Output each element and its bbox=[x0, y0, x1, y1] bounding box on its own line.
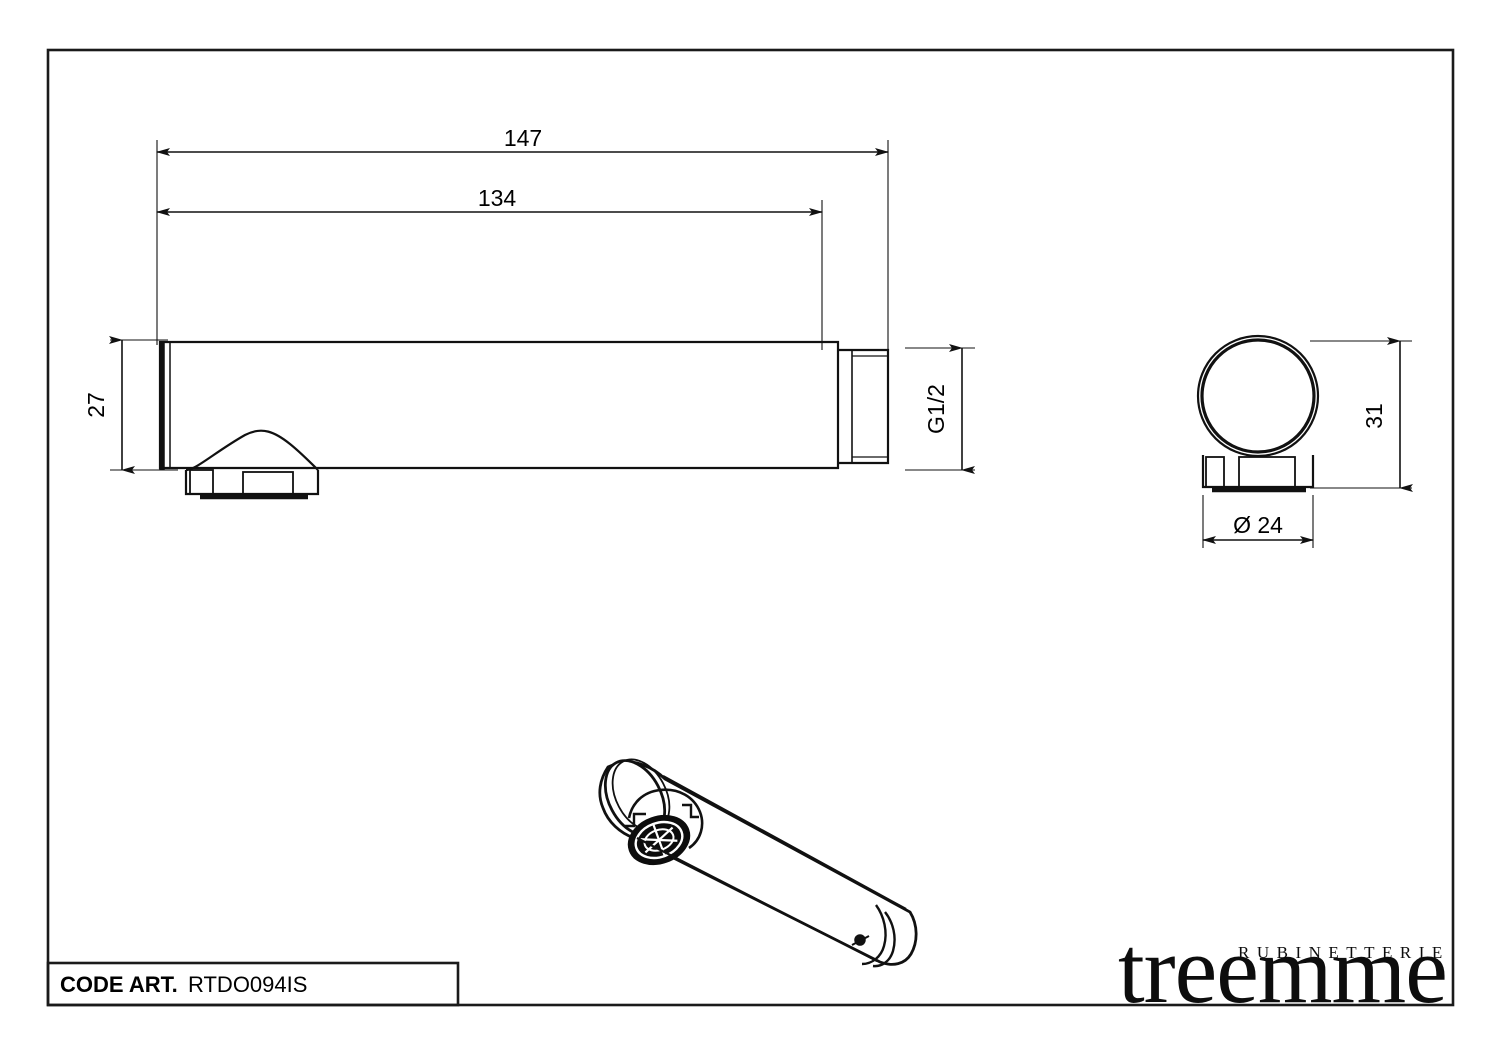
dimension-31: 31 bbox=[1361, 337, 1413, 492]
sheet-border bbox=[46, 48, 1455, 1007]
dimension-147-label: 147 bbox=[504, 125, 542, 151]
end-elevation-view: 31 Ø 24 bbox=[1196, 334, 1413, 548]
brand-logo: RUBINETTERIE treemme bbox=[1118, 916, 1450, 1023]
extension-lines bbox=[110, 140, 975, 471]
outlet-boss-profile bbox=[184, 429, 320, 500]
dimension-dia-24-label: Ø 24 bbox=[1233, 512, 1283, 538]
dimension-dia-24: Ø 24 bbox=[1202, 512, 1314, 544]
code-art-value: RTDO094IS bbox=[188, 972, 307, 997]
end-view-base-plate bbox=[1201, 455, 1315, 493]
brand-name: treemme bbox=[1118, 916, 1447, 1023]
dimension-g12: G1/2 bbox=[923, 344, 975, 474]
aerator-outlet bbox=[627, 814, 691, 866]
dimension-134-label: 134 bbox=[478, 185, 517, 211]
isometric-view bbox=[598, 758, 918, 968]
end-view-body-circle bbox=[1196, 334, 1320, 458]
spout-body-profile bbox=[158, 340, 890, 470]
dimension-g12-label: G1/2 bbox=[923, 384, 949, 434]
dimension-27-label: 27 bbox=[83, 392, 109, 418]
brand-tagline: RUBINETTERIE bbox=[1238, 943, 1450, 962]
dimension-147: 147 bbox=[156, 125, 889, 156]
title-block: CODE ART. RTDO094IS bbox=[46, 961, 460, 1007]
dimension-31-label: 31 bbox=[1361, 403, 1387, 429]
side-elevation-view: 147 134 27 G1/2 bbox=[83, 125, 975, 500]
code-art-label: CODE ART. bbox=[60, 972, 178, 997]
dimension-134: 134 bbox=[156, 185, 823, 216]
dimension-27: 27 bbox=[83, 336, 135, 474]
